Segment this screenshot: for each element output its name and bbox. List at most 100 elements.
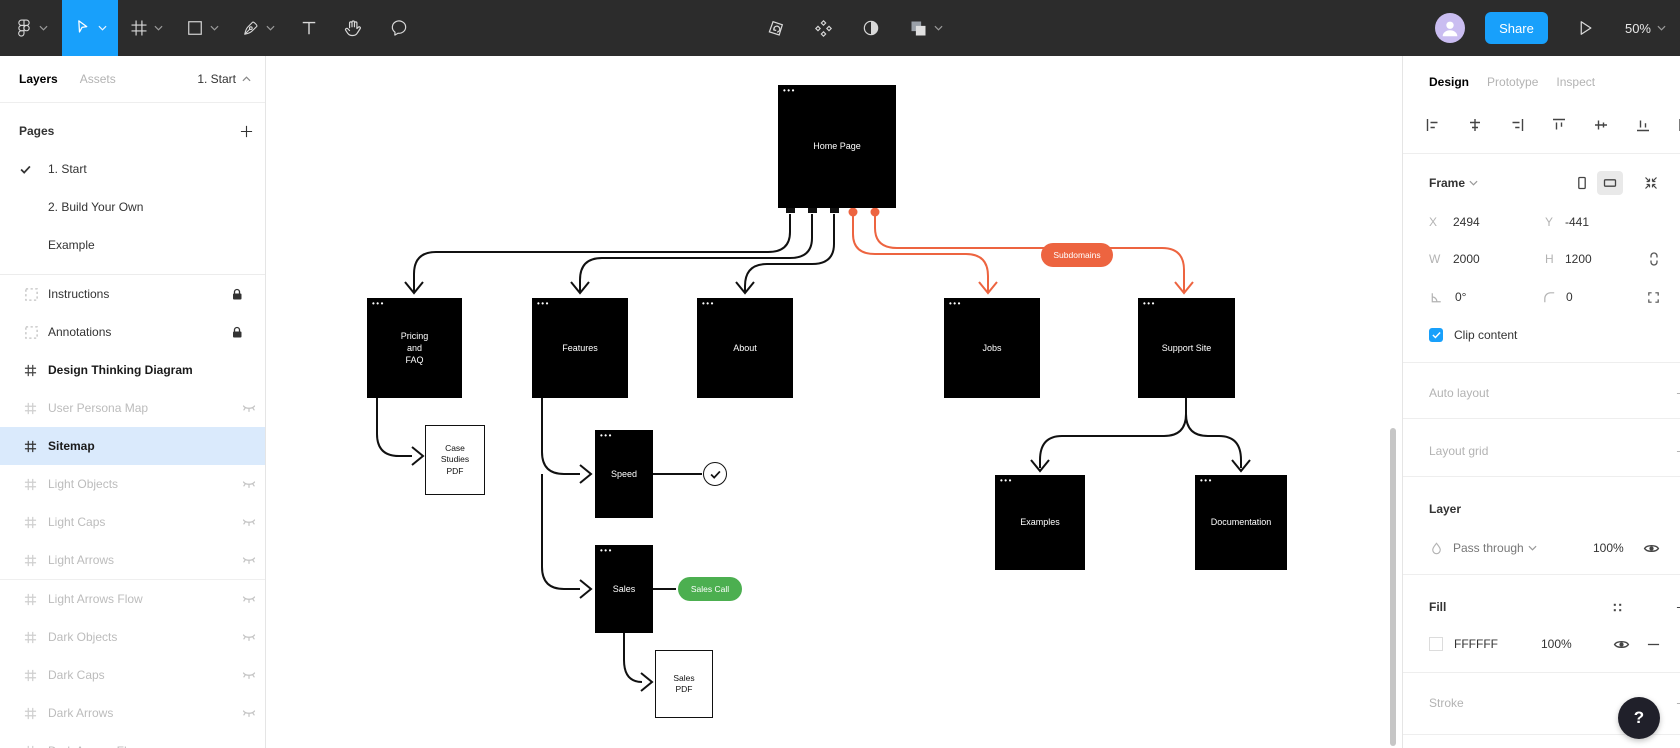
layer-row-light-objects[interactable]: Light Objects: [0, 465, 265, 503]
tab-layers[interactable]: Layers: [19, 72, 58, 86]
mask-button[interactable]: [854, 8, 888, 48]
sitemap-label-sales-call[interactable]: Sales Call: [678, 577, 742, 601]
layer-row-annotations[interactable]: Annotations: [0, 313, 265, 351]
page-item-build-your-own[interactable]: 2. Build Your Own: [0, 188, 265, 226]
sitemap-node-examples[interactable]: ••• Examples: [995, 475, 1085, 570]
h-input[interactable]: 1200: [1565, 252, 1592, 266]
x-input[interactable]: 2494: [1453, 215, 1480, 229]
sitemap-node-case-studies-pdf[interactable]: Case Studies PDF: [425, 425, 485, 495]
canvas-vertical-scrollbar[interactable]: [1390, 428, 1396, 746]
sitemap-node-documentation[interactable]: ••• Documentation: [1195, 475, 1287, 570]
text-tool-button[interactable]: [286, 0, 331, 56]
add-layout-grid-button[interactable]: [1676, 445, 1680, 458]
sitemap-node-home-page[interactable]: ••• Home Page: [778, 85, 896, 208]
layer-row-sitemap[interactable]: Sitemap: [0, 427, 265, 465]
sitemap-node-features[interactable]: ••• Features: [532, 298, 628, 398]
align-vertical-center-button[interactable]: [1593, 117, 1609, 133]
rotation-input[interactable]: 0°: [1455, 290, 1467, 304]
frame-type-dropdown[interactable]: Frame: [1429, 176, 1478, 190]
lock-icon[interactable]: [231, 288, 243, 301]
canvas[interactable]: ••• Home Page ••• Pricing and FAQ ••• Fe…: [266, 56, 1402, 748]
layer-row-light-caps[interactable]: Light Caps: [0, 503, 265, 541]
move-tool-button[interactable]: [62, 0, 118, 56]
add-stroke-button[interactable]: [1676, 697, 1680, 710]
sitemap-node-about[interactable]: ••• About: [697, 298, 793, 398]
collapse-icon[interactable]: [1643, 175, 1659, 191]
pen-tool-button[interactable]: [230, 0, 286, 56]
layer-row-dark-arrows[interactable]: Dark Arrows: [0, 694, 265, 732]
sitemap-node-jobs[interactable]: ••• Jobs: [944, 298, 1040, 398]
constrain-proportions-toggle[interactable]: [1646, 251, 1662, 267]
layer-visibility-eye-icon[interactable]: [1643, 540, 1660, 557]
tab-design[interactable]: Design: [1429, 75, 1470, 89]
tab-prototype[interactable]: Prototype: [1487, 75, 1539, 89]
align-top-button[interactable]: [1551, 117, 1567, 133]
tab-inspect[interactable]: Inspect: [1556, 75, 1596, 89]
shape-tool-button[interactable]: [174, 0, 230, 56]
lock-icon[interactable]: [231, 326, 243, 339]
sitemap-node-pricing-and-faq[interactable]: ••• Pricing and FAQ: [367, 298, 462, 398]
hidden-eye-icon[interactable]: [242, 516, 256, 528]
sitemap-check-circle[interactable]: [703, 462, 727, 486]
layer-row-dark-objects[interactable]: Dark Objects: [0, 618, 265, 656]
clip-content-checkbox[interactable]: [1429, 328, 1443, 342]
zoom-menu[interactable]: 50%: [1625, 21, 1666, 36]
avatar[interactable]: [1434, 13, 1465, 43]
hidden-eye-icon[interactable]: [242, 554, 256, 566]
fill-styles-icon[interactable]: [1611, 601, 1624, 614]
page-item-example[interactable]: Example: [0, 226, 265, 264]
present-button[interactable]: [1575, 18, 1595, 38]
remove-fill-button[interactable]: [1647, 638, 1660, 651]
layer-row-dark-caps[interactable]: Dark Caps: [0, 656, 265, 694]
hidden-eye-icon[interactable]: [242, 478, 256, 490]
share-button[interactable]: Share: [1484, 12, 1548, 44]
w-input[interactable]: 2000: [1453, 252, 1480, 266]
align-left-button[interactable]: [1425, 117, 1441, 133]
help-button[interactable]: ?: [1618, 697, 1660, 739]
fill-opacity-input[interactable]: 100%: [1541, 637, 1572, 651]
hand-tool-button[interactable]: [331, 0, 376, 56]
align-right-button[interactable]: [1509, 117, 1525, 133]
sitemap-node-speed[interactable]: ••• Speed: [595, 430, 653, 518]
frame-tool-button[interactable]: [118, 0, 174, 56]
add-auto-layout-button[interactable]: [1676, 387, 1680, 400]
add-page-button[interactable]: [240, 125, 253, 138]
tab-assets[interactable]: Assets: [79, 72, 116, 86]
create-component-button[interactable]: [806, 8, 840, 48]
align-horizontal-center-button[interactable]: [1467, 117, 1483, 133]
layer-opacity-input[interactable]: 100%: [1593, 541, 1624, 555]
main-menu-button[interactable]: [0, 0, 62, 56]
y-input[interactable]: -441: [1565, 215, 1590, 229]
layer-row-instructions[interactable]: Instructions: [0, 275, 265, 313]
layer-row-light-arrows[interactable]: Light Arrows: [0, 541, 265, 579]
layer-row-user-persona-map[interactable]: User Persona Map: [0, 389, 265, 427]
blend-mode-dropdown[interactable]: Pass through: [1453, 541, 1537, 555]
sitemap-node-support-site[interactable]: ••• Support Site: [1138, 298, 1235, 398]
align-bottom-button[interactable]: [1635, 117, 1651, 133]
boolean-groups-button[interactable]: [902, 8, 948, 48]
hidden-eye-icon[interactable]: [242, 631, 256, 643]
independent-corners-toggle[interactable]: [1646, 290, 1661, 305]
reset-instance-button[interactable]: [758, 8, 792, 48]
add-fill-button[interactable]: [1676, 601, 1680, 614]
page-item-1-start[interactable]: 1. Start: [0, 150, 265, 188]
corner-radius-input[interactable]: 0: [1566, 290, 1573, 304]
node-dots: •••: [600, 431, 613, 440]
layer-row-light-arrows-flow[interactable]: Light Arrows Flow: [0, 580, 265, 618]
hidden-eye-icon[interactable]: [242, 707, 256, 719]
orientation-portrait-button[interactable]: [1569, 171, 1595, 195]
sitemap-node-sales-pdf[interactable]: Sales PDF: [655, 650, 713, 718]
orientation-landscape-button[interactable]: [1597, 171, 1623, 195]
fill-visibility-eye-icon[interactable]: [1613, 636, 1630, 653]
fill-color-swatch[interactable]: [1429, 637, 1443, 651]
sitemap-node-sales[interactable]: ••• Sales: [595, 545, 653, 633]
hidden-eye-icon[interactable]: [242, 669, 256, 681]
page-selector[interactable]: 1. Start: [197, 72, 251, 86]
fill-hex-input[interactable]: FFFFFF: [1454, 637, 1498, 651]
comment-tool-button[interactable]: [376, 0, 421, 56]
sitemap-label-subdomains[interactable]: Subdomains: [1041, 243, 1113, 267]
layer-row-design-thinking-diagram[interactable]: Design Thinking Diagram: [0, 351, 265, 389]
hidden-eye-icon[interactable]: [242, 402, 256, 414]
layer-row-dark-arrows-flow[interactable]: Dark Arrows Flow: [0, 732, 265, 748]
hidden-eye-icon[interactable]: [242, 593, 256, 605]
